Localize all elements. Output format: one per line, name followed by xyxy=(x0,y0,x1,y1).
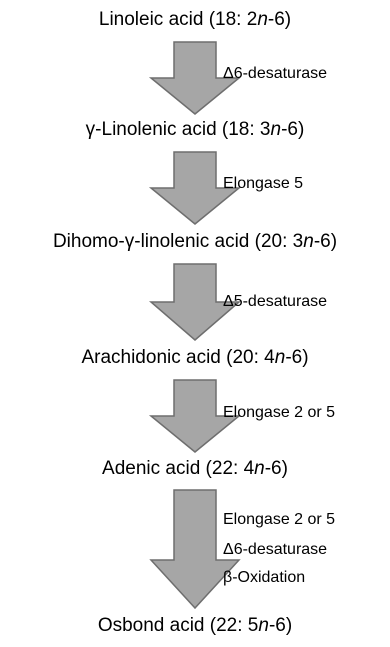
arrow-step-1 xyxy=(148,41,242,115)
enzyme-label-step-5a: Elongase 2 or 5 xyxy=(223,511,336,528)
node-dihomo-gamma-linolenic-acid: Dihomo-γ-linolenic acid (20: 3n-6) xyxy=(52,231,338,252)
enzyme-label-step-3: Δ5-desaturase xyxy=(223,293,328,310)
node-gamma-linolenic-acid: γ-Linolenic acid (18: 3n-6) xyxy=(85,119,305,140)
enzyme-label-step-1: Δ6-desaturase xyxy=(223,65,328,82)
node-arachidonic-acid: Arachidonic acid (20: 4n-6) xyxy=(81,347,309,368)
enzyme-label-step-5b: Δ6-desaturase xyxy=(223,541,328,558)
enzyme-label-step-4: Elongase 2 or 5 xyxy=(223,404,336,421)
arrow-step-3 xyxy=(148,263,242,341)
enzyme-label-step-5c: β-Oxidation xyxy=(223,569,306,586)
node-linoleic-acid: Linoleic acid (18: 2n-6) xyxy=(98,9,292,30)
enzyme-label-step-2: Elongase 5 xyxy=(223,175,304,192)
node-adenic-acid: Adenic acid (22: 4n-6) xyxy=(102,458,288,479)
arrow-step-4 xyxy=(148,379,242,453)
arrow-step-2 xyxy=(148,151,242,225)
arrow-step-5 xyxy=(149,489,241,610)
node-osbond-acid: Osbond acid (22: 5n-6) xyxy=(97,615,293,636)
